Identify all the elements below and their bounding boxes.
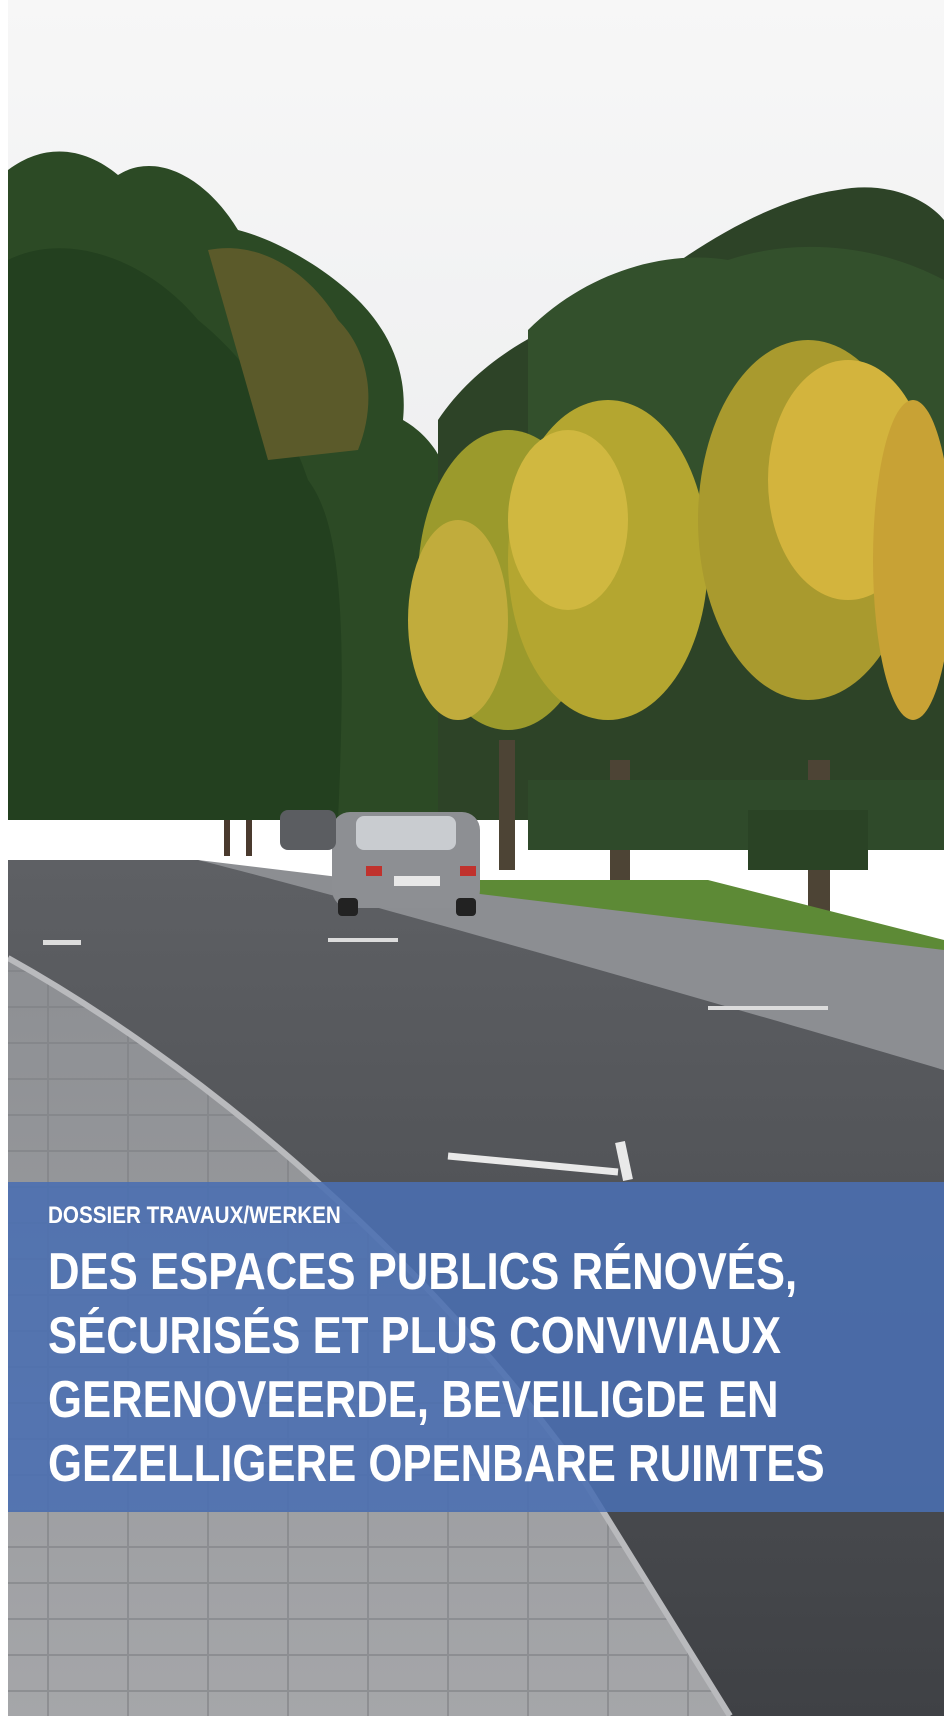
- headline-line-1: DES ESPACES PUBLICS RÉNOVÉS,: [48, 1243, 798, 1301]
- caption-banner: DOSSIER TRAVAUX/WERKEN DES ESPACES PUBLI…: [8, 1182, 944, 1512]
- headline: DES ESPACES PUBLICS RÉNOVÉS, SÉCURISÉS E…: [48, 1240, 825, 1496]
- dossier-kicker: DOSSIER TRAVAUX/WERKEN: [48, 1202, 341, 1229]
- headline-line-3: GERENOVEERDE, BEVEILIGDE EN: [48, 1371, 779, 1429]
- headline-line-2: SÉCURISÉS ET PLUS CONVIVIAUX: [48, 1307, 781, 1365]
- headline-line-4: GEZELLIGERE OPENBARE RUIMTES: [48, 1435, 825, 1493]
